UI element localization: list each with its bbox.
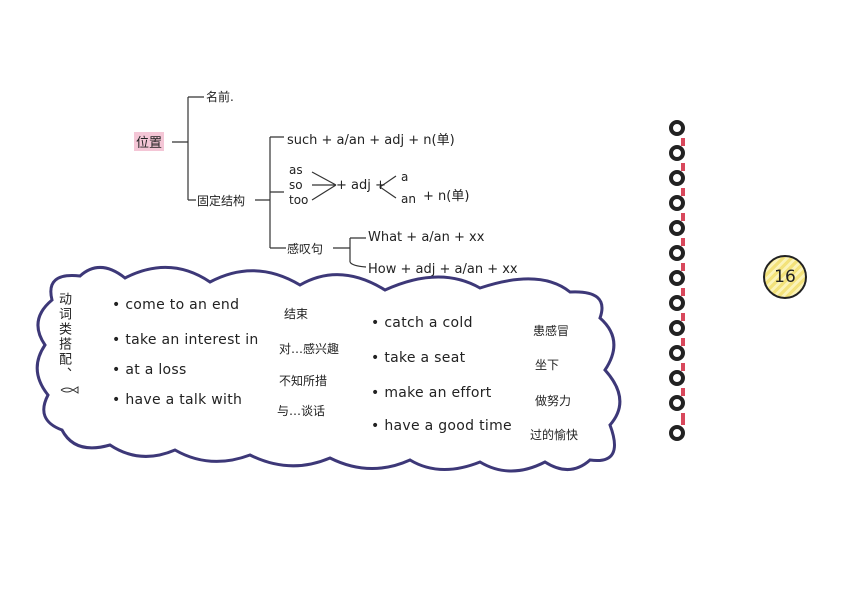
branch-fixed-structure: 固定结构	[197, 194, 246, 208]
fish-doodle	[60, 386, 79, 394]
phrase-zh: 患感冒	[533, 324, 570, 338]
phrase-zh: 坐下	[535, 358, 560, 372]
phrase-en: • at a loss	[112, 362, 187, 378]
page-number: 16	[774, 267, 796, 287]
adj-part: + adj +	[336, 178, 386, 193]
phrase-en: • take a seat	[371, 350, 466, 366]
phrase-en: • come to an end	[112, 297, 240, 313]
cloud-outline	[35, 266, 622, 473]
branch-prenominal: 名前.	[206, 90, 234, 104]
phrase-zh: 做努力	[535, 394, 572, 408]
cloud-title: 动词类搭配、	[56, 292, 71, 382]
an-word: an	[401, 192, 416, 206]
as-word: as	[289, 163, 303, 177]
noun-part: + n(单)	[423, 189, 470, 204]
page-number-badge: 16	[763, 255, 807, 299]
how-pattern: How + adj + a/an + xx	[368, 262, 518, 277]
phrase-en: • take an interest in	[112, 332, 259, 348]
a-word: a	[401, 170, 409, 184]
so-word: so	[289, 178, 303, 192]
phrase-zh: 过的愉快	[530, 428, 579, 442]
phrase-en: • make an effort	[371, 385, 492, 401]
phrase-zh: 对…感兴趣	[279, 342, 340, 356]
root-node: 位置	[134, 132, 165, 151]
phrase-en: • have a talk with	[112, 392, 243, 408]
phrase-en: • have a good time	[371, 418, 512, 434]
exclamation-node: 感叹句	[287, 242, 324, 256]
too-word: too	[289, 193, 309, 207]
what-pattern: What + a/an + xx	[368, 230, 485, 245]
phrase-zh: 与…谈话	[277, 404, 326, 418]
phrase-zh: 不知所措	[279, 374, 328, 388]
phrase-zh: 结束	[284, 307, 309, 321]
phrase-en: • catch a cold	[371, 315, 473, 331]
spiral-binding	[669, 120, 685, 441]
such-pattern: such + a/an + adj + n(单)	[287, 133, 455, 148]
